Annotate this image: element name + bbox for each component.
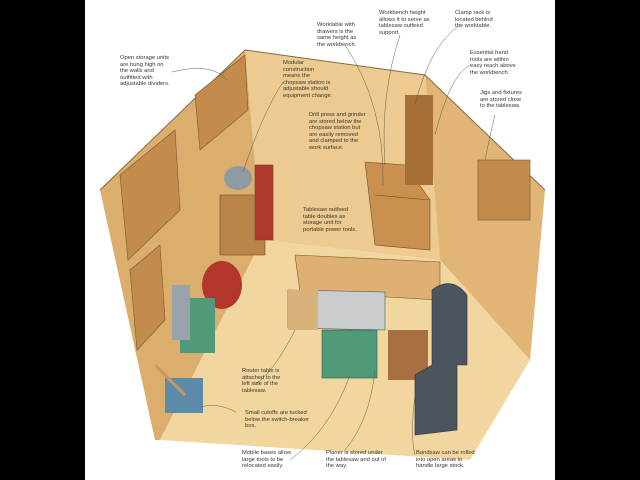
annotation-open-storage: Open storage units are hung high on the … <box>120 55 170 88</box>
drill-press <box>224 166 252 190</box>
annotation-worktable: Worktable with drawers is the same heigh… <box>317 22 357 48</box>
annotation-bandsaw: Bandsaw can be rolled into open areas to… <box>416 450 475 470</box>
router-table <box>288 290 318 330</box>
hand-tool-rack <box>405 95 433 185</box>
jointer <box>172 285 215 353</box>
shop-drawing <box>99 24 546 461</box>
annotation-cutoffs: Small cutoffs are tucked below the switc… <box>245 410 310 430</box>
shop-illustration: Open storage units are hung high on the … <box>85 0 555 480</box>
cutoff-bin <box>153 363 203 413</box>
annotation-router: Router table is attached to the left sid… <box>242 368 281 394</box>
annotation-jigs: Jigs and fixtures are stored close to th… <box>480 90 522 110</box>
annotation-drill-press: Drill press and grinder are stored below… <box>309 112 366 151</box>
annotation-modular: Modular construction means the chopsaw s… <box>283 60 333 99</box>
jig-shelf <box>477 159 531 221</box>
annotation-outfeed: Tablesaw outfeed table doubles as storag… <box>303 207 357 233</box>
bandsaw <box>414 283 468 436</box>
leader-lines <box>171 24 496 461</box>
annotation-hand-tools: Essential hand tools are within easy rea… <box>470 50 516 76</box>
annotation-planer: Planer is stored under the tablesaw and … <box>326 450 386 470</box>
annotation-clamp-rack: Clamp rack is located behind the worktab… <box>455 10 493 30</box>
left-storage-shelves <box>119 54 249 351</box>
annotation-workbench: Workbench height allows it to serve as t… <box>379 10 430 36</box>
chopsaw-station <box>219 164 274 256</box>
annotation-mobile: Mobile bases allow large tools to be rel… <box>242 450 291 470</box>
dust-collector <box>202 261 242 309</box>
